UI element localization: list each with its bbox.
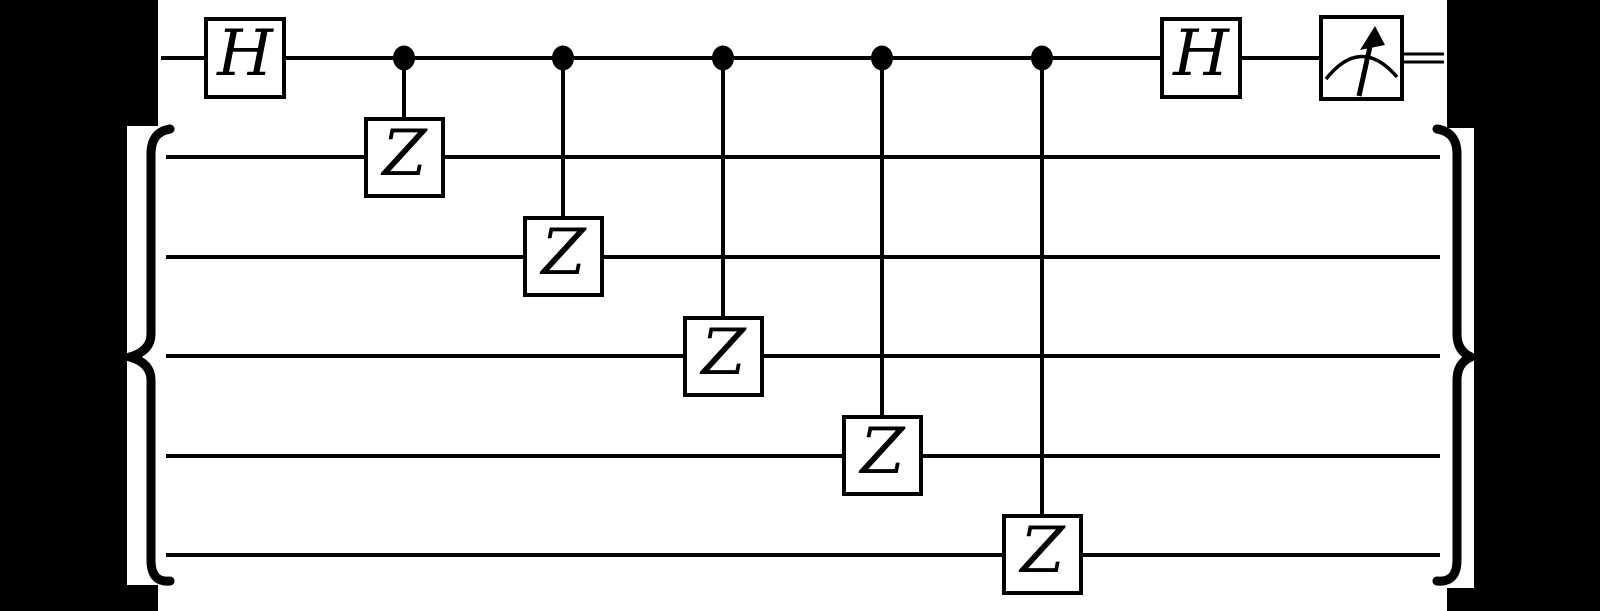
control-dot-icon-4 [871,45,893,71]
control-lines [402,58,1044,515]
measurement-needle-icon [1356,41,1374,97]
control-dot-icon-1 [393,45,415,71]
measurement-arrowhead-icon [1360,26,1385,50]
cz-target-gate-5: Z [1002,514,1083,595]
control-dot-icon-5 [1031,45,1053,71]
cz-target-gate-2: Z [523,216,604,297]
register-brace-left-icon [113,124,175,586]
control-dot-icon-2 [552,45,574,71]
control-dot-icon-3 [712,45,734,71]
register-brace-right-icon [1432,124,1483,586]
cz-target-gate-1: Z [364,117,445,198]
cz-target-gate-4: Z [842,415,923,496]
h-gate-left: H [204,17,286,99]
measurement-gate [1319,15,1404,101]
classical-double-wire [1402,52,1444,64]
measurement-gauge-arc-icon [1324,54,1399,81]
circuit-panel [158,0,1447,611]
cz-target-gate-3: Z [683,316,764,397]
h-gate-right: H [1160,17,1242,99]
control-dots [393,45,1053,71]
